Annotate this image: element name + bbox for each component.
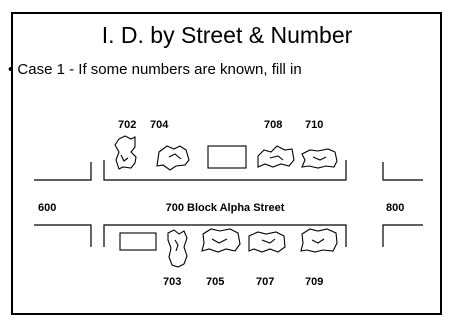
building-701 [120, 233, 156, 250]
street-name-label: 700 Block Alpha Street [166, 202, 285, 214]
north-curb [34, 160, 423, 180]
house-number-710: 710 [305, 119, 323, 131]
building-704 [157, 146, 189, 170]
building-706 [208, 146, 246, 168]
house-number-705: 705 [206, 276, 224, 288]
building-707 [249, 232, 285, 252]
south-curb [34, 225, 423, 247]
block-600-label: 600 [38, 202, 56, 214]
block-800-label: 800 [386, 202, 404, 214]
building-710 [302, 149, 337, 168]
house-number-704: 704 [150, 119, 169, 131]
house-number-707: 707 [256, 276, 274, 288]
house-number-702: 702 [118, 119, 136, 131]
house-number-708: 708 [264, 119, 282, 131]
building-708 [258, 146, 294, 167]
building-705 [202, 229, 240, 252]
house-number-703: 703 [163, 276, 181, 288]
building-709 [301, 229, 337, 252]
house-number-709: 709 [305, 276, 323, 288]
building-703 [168, 230, 187, 267]
building-702 [115, 136, 136, 169]
